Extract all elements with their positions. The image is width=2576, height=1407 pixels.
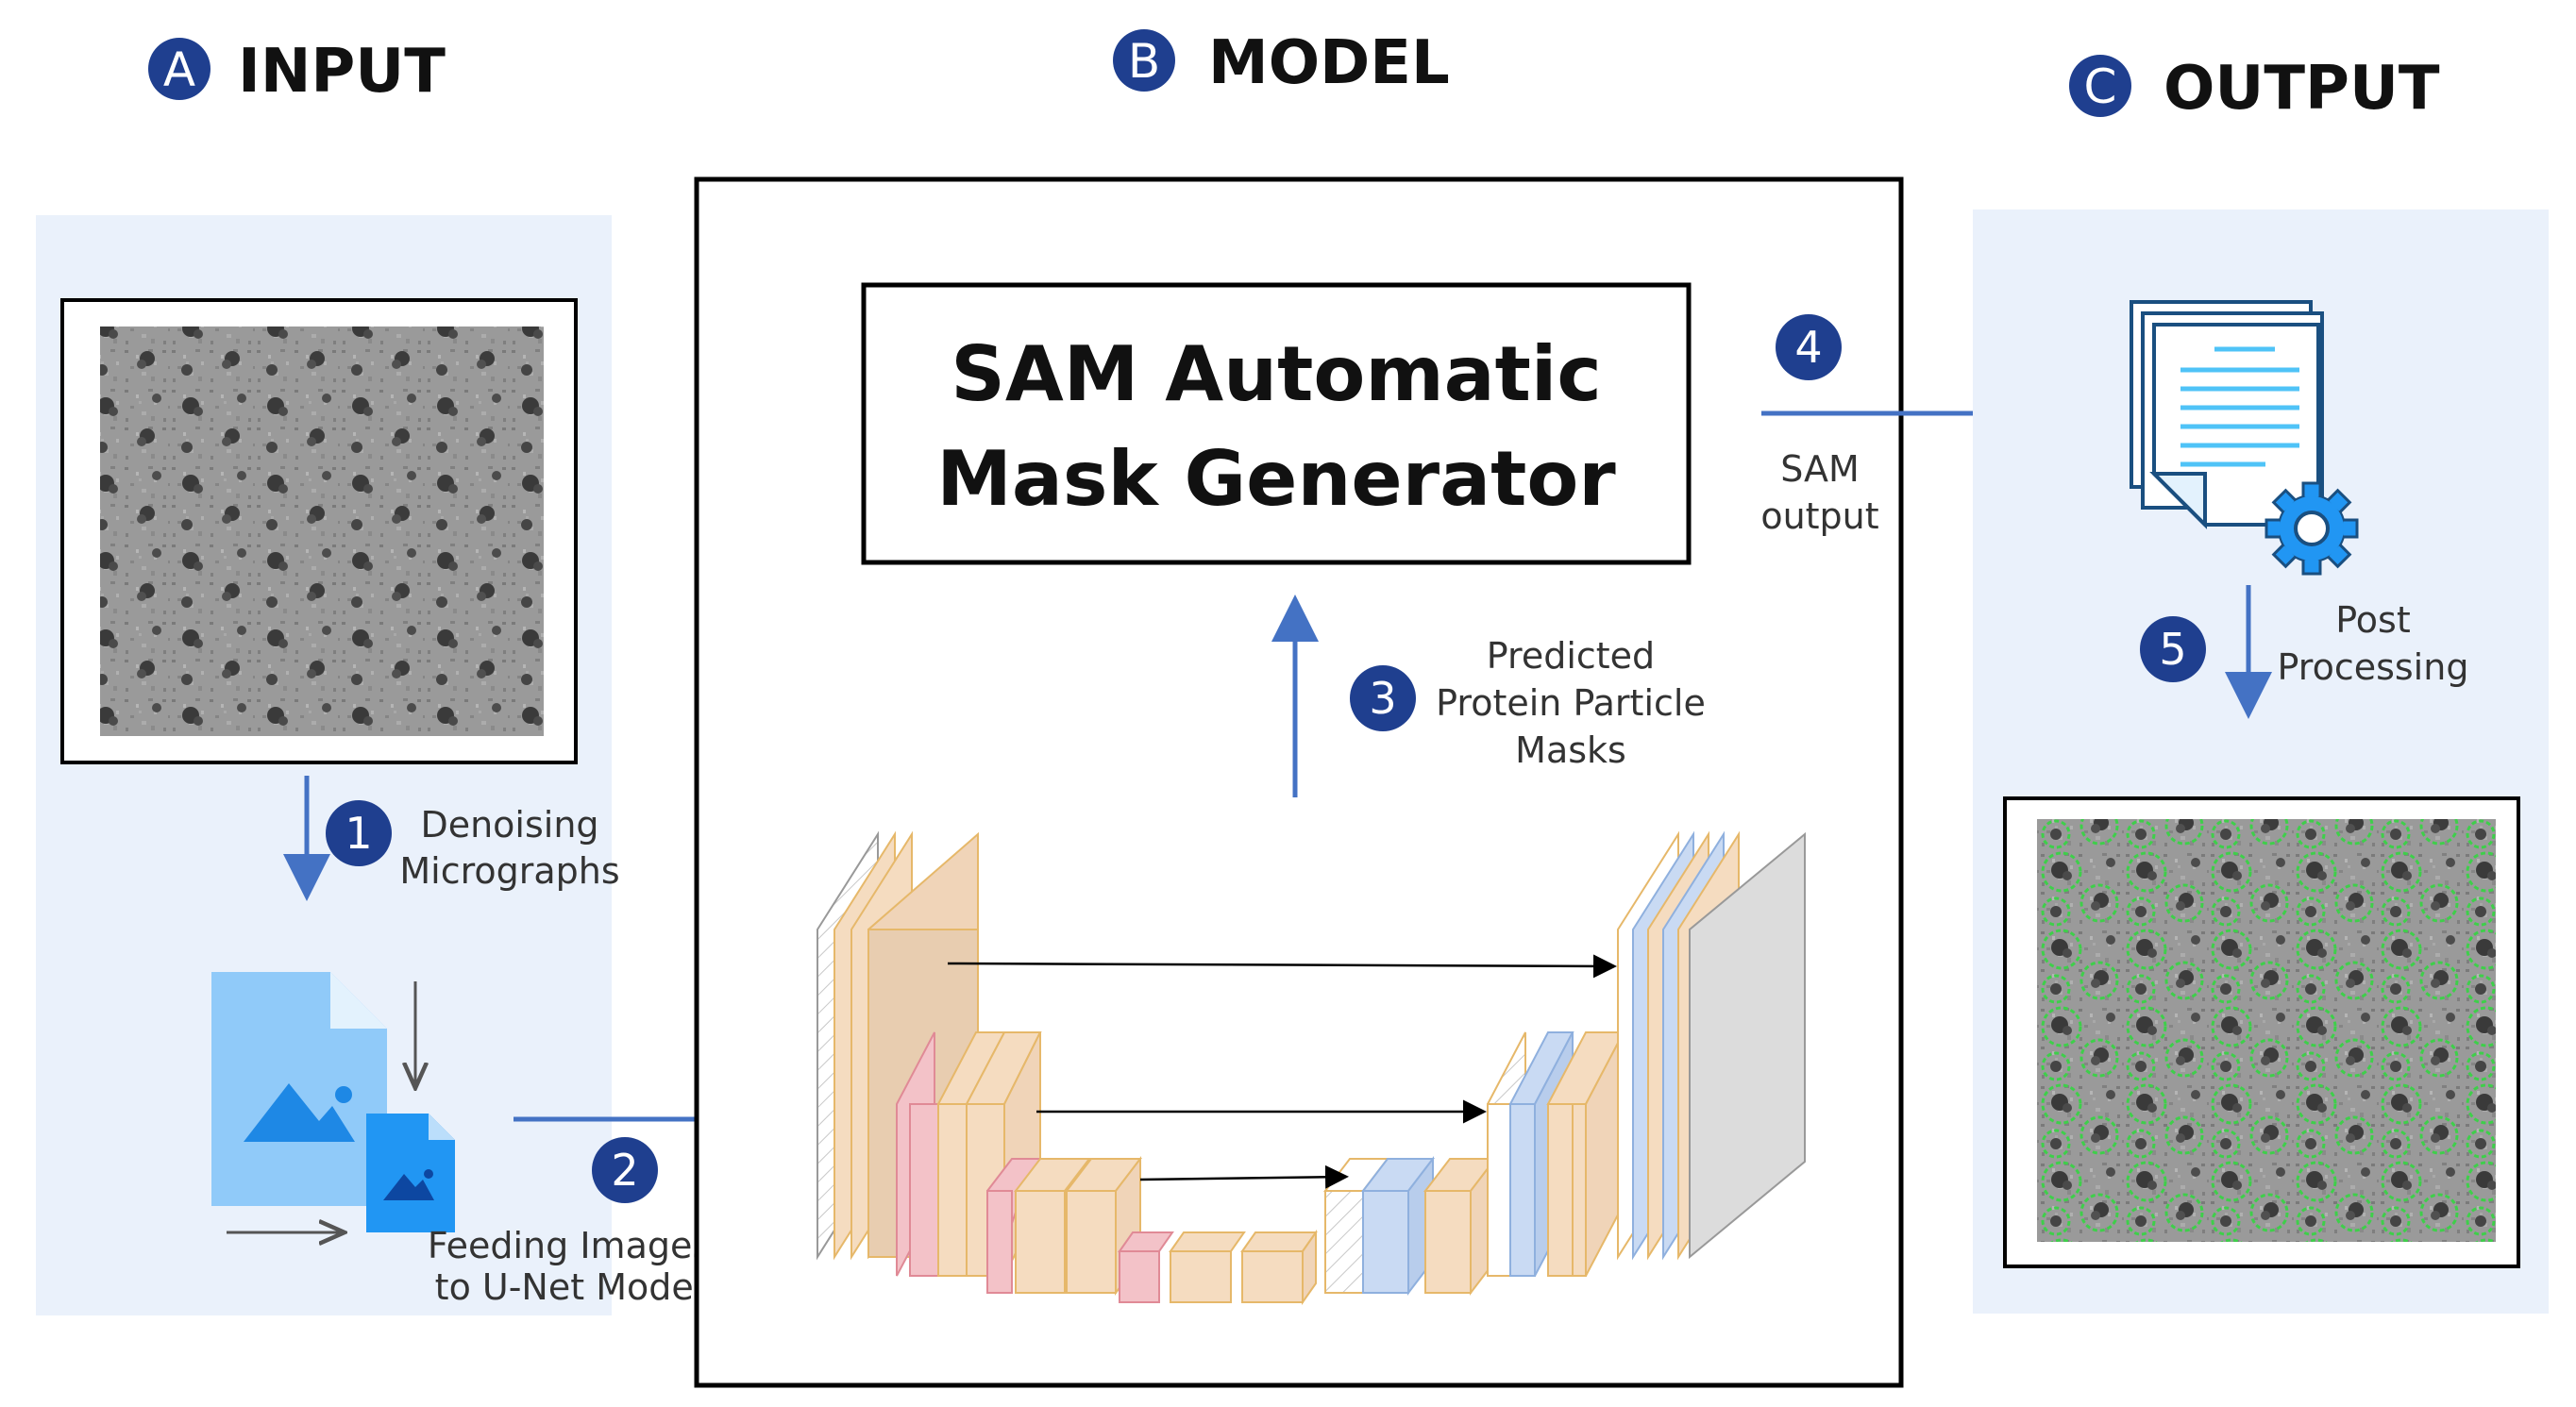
badge-b [1113, 29, 1175, 92]
step-3-badge [1350, 665, 1416, 731]
document-icon [2130, 300, 2324, 529]
badge-b-letter: B [1128, 34, 1160, 89]
unet-bottleneck-layer [1302, 1229, 1317, 1306]
unet-bottleneck-layer [1118, 1231, 1174, 1252]
input-micrograph-image [100, 327, 544, 736]
unet-output-layer [1689, 831, 1806, 1260]
unet-bottleneck-layer [1119, 1250, 1160, 1303]
section-title-input: INPUT [238, 37, 446, 107]
unet-encoder-layer [1013, 1158, 1092, 1192]
section-header-output: C OUTPUT [2069, 54, 2440, 124]
badge-a-letter: A [163, 42, 195, 97]
step-1-badge [326, 800, 392, 866]
step-5-badge [2140, 616, 2206, 682]
image-file-icon-small [366, 1114, 455, 1232]
badge-c-letter: C [2084, 59, 2117, 114]
image-file-icon [211, 972, 387, 1206]
step-2-label-line2: to U-Net Model [435, 1266, 704, 1308]
unet-pool-layer [986, 1190, 1013, 1294]
unet-bottleneck-layer [1170, 1250, 1232, 1303]
section-header-model: B MODEL [1113, 28, 1450, 98]
unet-pool-layer [909, 1103, 939, 1277]
step-2-label-line1: Feeding Images [428, 1225, 711, 1266]
step-2-number: 2 [611, 1145, 638, 1196]
section-title-output: OUTPUT [2164, 54, 2440, 124]
step-5-label-line1: Post [2335, 599, 2411, 641]
step-1-label-line2: Micrographs [399, 850, 619, 892]
step-2-badge [592, 1137, 658, 1203]
sam-generator-title-line1: SAM Automatic [951, 330, 1602, 418]
unet-diagram [817, 830, 1806, 1306]
step-1-number: 1 [345, 808, 372, 859]
unet-upsample-layer [1324, 1190, 1364, 1294]
unet-bottleneck-layer [1241, 1250, 1304, 1303]
badge-a [148, 38, 210, 100]
unet-encoder-layer [937, 1103, 968, 1277]
unet-decoder-layer [1572, 1103, 1587, 1277]
unet-skip-layer [1362, 1190, 1409, 1294]
unet-bottleneck-layer [1169, 1231, 1246, 1252]
output-micrograph-image [2037, 819, 2496, 1242]
sam-generator-box [861, 282, 1692, 565]
step-5-number: 5 [2159, 624, 2186, 675]
unet-skip-layer [1509, 1103, 1536, 1277]
step-3-number: 3 [1369, 673, 1396, 724]
step-4-number: 4 [1794, 322, 1822, 373]
step-1-label-line1: Denoising [420, 804, 598, 846]
gear-icon [2265, 481, 2359, 576]
step-3-label-line1: Predicted [1487, 635, 1655, 677]
unet-decoder-layer [1424, 1190, 1472, 1294]
section-header-input: A INPUT [148, 37, 446, 107]
step-4-label-line1: SAM [1780, 448, 1860, 490]
unet-encoder-layer [1066, 1190, 1117, 1294]
badge-c [2069, 55, 2131, 117]
sam-generator-title-line2: Mask Generator [936, 435, 1616, 523]
unet-encoder-layer [1015, 1190, 1066, 1294]
unet-decoder-layer [1547, 1103, 1574, 1277]
skip-connection-arrow [1139, 1164, 1349, 1189]
step-5-label-line2: Processing [2278, 646, 2469, 688]
unet-upsample-layer [1487, 1103, 1511, 1277]
step-4-label-line2: output [1760, 495, 1878, 537]
step-3-label-line2: Protein Particle [1436, 682, 1706, 724]
skip-connection-arrow [947, 954, 1617, 979]
section-title-model: MODEL [1208, 28, 1450, 98]
step-4-badge [1776, 314, 1842, 380]
step-3-label-line3: Masks [1515, 729, 1626, 771]
